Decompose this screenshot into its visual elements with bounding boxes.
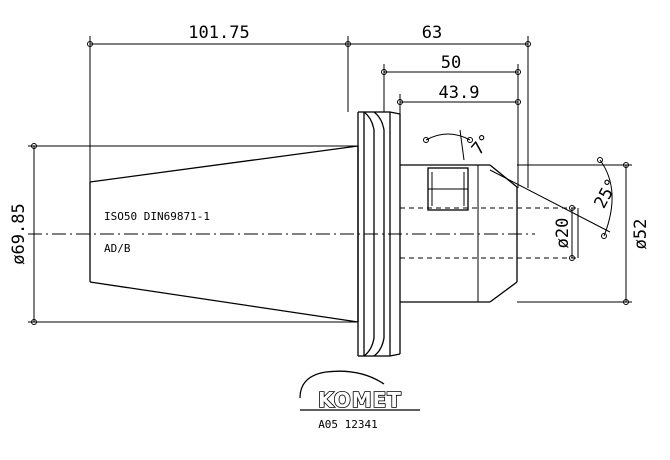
dim-diameter-52: ø52	[631, 219, 651, 250]
bore-hidden-lines	[400, 207, 578, 259]
komet-logo: KOMET A05 12341	[299, 370, 420, 431]
dim-length-63: 63	[422, 23, 442, 43]
logo-brand: KOMET	[318, 388, 402, 412]
dim-angle-7: 7°	[468, 131, 496, 160]
extension-lines	[28, 36, 632, 323]
setscrew	[427, 167, 469, 211]
dim-length-101-75: 101.75	[188, 23, 249, 43]
label-form: AD/B	[104, 242, 131, 255]
label-standard: ISO50 DIN69871-1	[104, 210, 210, 223]
dim-diameter-20: ø20	[553, 218, 573, 249]
dim-diameter-69-85: ø69.85	[9, 203, 29, 264]
dim-length-50: 50	[441, 53, 461, 73]
logo-swoosh-right	[325, 370, 385, 385]
logo-swoosh-left	[299, 371, 327, 399]
part-number: A05 12341	[318, 418, 378, 431]
dim-length-43-9: 43.9	[439, 83, 480, 103]
dimension-lines	[31, 41, 629, 325]
dim-angle-25: 25°	[591, 175, 623, 212]
